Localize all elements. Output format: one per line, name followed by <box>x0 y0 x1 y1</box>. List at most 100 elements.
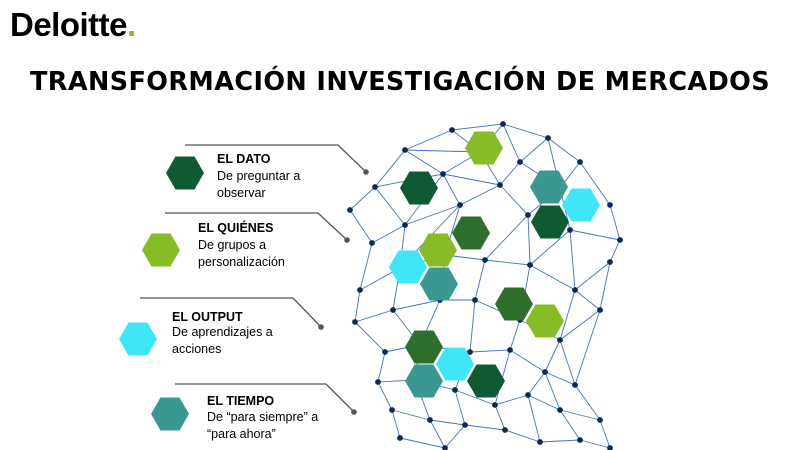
network-edge <box>377 381 393 411</box>
network-node <box>507 347 513 353</box>
item-description-line-2: “para ahora” <box>207 427 276 441</box>
network-hexagon <box>420 267 458 301</box>
network-edge <box>502 123 549 139</box>
network-node <box>577 159 583 165</box>
network-edge <box>404 149 444 175</box>
network-edge <box>544 339 561 373</box>
callout-dot <box>363 169 369 175</box>
network-node <box>442 445 448 450</box>
network-node <box>457 202 463 208</box>
network-edge <box>474 259 486 301</box>
network-edge <box>349 209 373 244</box>
item-heading: EL OUTPUT <box>172 310 243 324</box>
network-edge <box>544 371 576 386</box>
network-edge <box>544 371 561 411</box>
network-edge <box>509 319 521 351</box>
network-edge <box>391 409 401 439</box>
network-hexagon <box>465 131 503 165</box>
network-edge <box>574 309 601 386</box>
network-edge <box>499 161 521 186</box>
network-node <box>452 387 458 393</box>
network-hexagon <box>400 171 438 205</box>
network-node <box>440 171 446 177</box>
network-edge <box>559 289 576 341</box>
network-edge <box>529 229 571 266</box>
network-hexagon <box>467 364 505 398</box>
network-edge <box>509 349 546 373</box>
network-hexagon <box>452 216 490 250</box>
network-edge <box>529 264 576 291</box>
network-edge <box>399 437 446 449</box>
network-edge <box>484 214 529 261</box>
network-node <box>347 207 353 213</box>
network-node <box>462 422 468 428</box>
network-edge <box>359 242 373 291</box>
network-hexagon <box>405 364 443 398</box>
network-edge <box>494 404 506 431</box>
network-edge <box>454 389 496 406</box>
network-edges <box>349 123 621 449</box>
network-edge <box>502 123 521 163</box>
network-node <box>500 121 506 127</box>
network-edge <box>559 409 581 441</box>
network-node <box>369 240 375 246</box>
network-edge <box>579 161 611 206</box>
network-hexagon <box>495 287 533 321</box>
network-hexagon <box>405 330 443 364</box>
network-node <box>557 337 563 343</box>
network-edge <box>391 409 431 421</box>
network-hexagon <box>526 304 564 338</box>
item-description-line-1: De preguntar a <box>217 169 301 183</box>
network-edge <box>527 371 546 396</box>
item-heading: EL TIEMPO <box>207 394 275 408</box>
network-edge <box>429 419 446 449</box>
network-edge <box>569 229 576 291</box>
network-edge <box>442 173 501 186</box>
network-edge <box>354 289 361 323</box>
network-node <box>607 445 613 450</box>
network-edge <box>569 229 621 241</box>
network-edge <box>451 123 504 131</box>
network-node <box>502 427 508 433</box>
network-edge <box>404 204 461 226</box>
network-edge <box>527 214 531 266</box>
deloitte-logo: Deloitte. <box>10 8 136 41</box>
network-edge <box>579 439 611 449</box>
network-node <box>567 227 573 233</box>
network-node <box>572 382 578 388</box>
network-edge <box>609 204 621 241</box>
network-edge <box>559 339 576 386</box>
network-edge <box>519 137 549 163</box>
legend-hexagon <box>151 397 189 431</box>
network-edge <box>469 299 476 353</box>
network-node <box>472 297 478 303</box>
network-edge <box>429 419 466 426</box>
network-node <box>607 202 613 208</box>
network-edge <box>442 173 461 206</box>
network-node <box>352 319 358 325</box>
network-node <box>497 182 503 188</box>
network-node <box>482 257 488 263</box>
network-node <box>572 287 578 293</box>
network-node <box>597 307 603 313</box>
network-edge <box>499 184 529 216</box>
item-heading: EL DATO <box>217 152 271 166</box>
legend-hexagon <box>166 156 204 190</box>
network-edge <box>574 289 601 311</box>
network-edge <box>374 149 406 188</box>
network-node <box>597 417 603 423</box>
network-node <box>402 147 408 153</box>
logo-dot: . <box>127 6 136 43</box>
network-edge <box>494 394 529 406</box>
network-hexagon <box>419 233 457 267</box>
network-edge <box>609 239 621 263</box>
item-description-line-2: observar <box>217 186 266 200</box>
network-hexagons <box>389 131 600 398</box>
callout-dot <box>344 237 350 243</box>
network-edge <box>392 299 441 311</box>
network-edge <box>599 419 611 449</box>
callout-line <box>165 212 348 241</box>
network-edge <box>464 424 506 431</box>
network-node <box>607 259 613 265</box>
page-title: TRANSFORMACIÓN INVESTIGACIÓN DE MERCADOS <box>30 67 770 97</box>
